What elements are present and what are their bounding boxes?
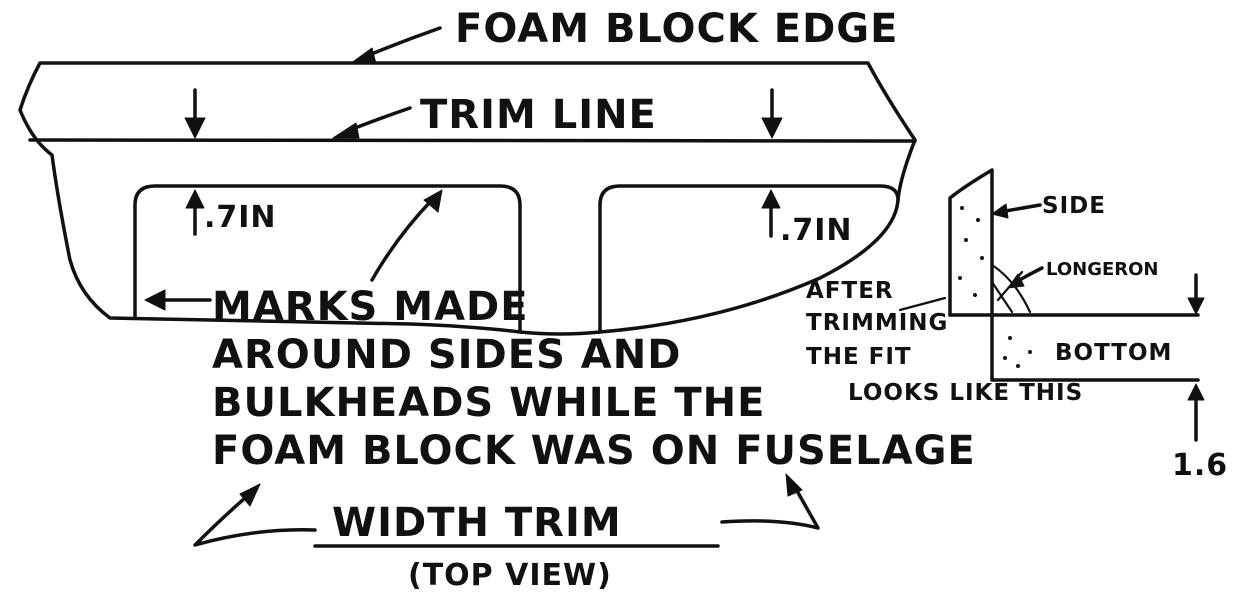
foam-speckles [958, 206, 1032, 368]
dim-label-left: .7IN [204, 200, 277, 235]
left-bay-outline [133, 184, 522, 332]
marks-leader-up-head [423, 189, 443, 213]
after-leader [898, 296, 947, 312]
right-bay-outline [598, 184, 900, 334]
bottom-label: BOTTOM [1055, 340, 1172, 366]
trim-line-label: TRIM LINE [420, 92, 657, 138]
diagram-subtitle: (TOP VIEW) [408, 558, 612, 593]
fuselage-marks [133, 184, 900, 334]
title-arrow-left [193, 490, 317, 547]
title-arrow-left-head [239, 483, 261, 507]
trim-line-leader-head [332, 122, 360, 139]
marks-leader-left-head [144, 289, 166, 311]
after-label-line4: LOOKS LIKE THIS [848, 380, 1083, 406]
foam-block-edge-label: FOAM BLOCK EDGE [455, 6, 898, 52]
after-label-line3: THE FIT [806, 344, 912, 370]
foam-edge-leader-head [349, 47, 377, 65]
title-arrow-right-head [785, 473, 803, 497]
longeron [990, 263, 1032, 314]
trim-arrows [184, 88, 783, 139]
longeron-label: LONGERON [1046, 259, 1159, 280]
marks-text-line4: FOAM BLOCK WAS ON FUSELAGE [212, 428, 976, 474]
bottom-panel [948, 313, 1200, 382]
marks-text-line1: MARKS MADE [212, 284, 529, 330]
side-panel [948, 168, 994, 317]
marks-leader-up [370, 198, 434, 282]
after-label-line2: TRIMMING [806, 310, 948, 336]
marks-text-line3: BULKHEADS WHILE THE [212, 380, 765, 426]
after-label-line1: AFTER [806, 278, 894, 304]
title-arrow-right [720, 480, 820, 530]
leaders [144, 26, 443, 311]
dim-1-6-bottom-head [1187, 383, 1205, 401]
diagram-title: WIDTH TRIM [332, 500, 622, 546]
trim-arrow-right-head [761, 117, 783, 139]
section-detail [898, 168, 1205, 442]
dim-label-right: .7IN [780, 213, 853, 248]
dim-arrow-left-head [185, 189, 205, 209]
dim-1-6-label: 1.6 [1172, 448, 1228, 483]
longeron-leader-head [1007, 273, 1025, 289]
trim-arrow-left-head [184, 117, 206, 139]
trim-line [28, 138, 917, 143]
side-leader-head [991, 203, 1009, 219]
dim-1-6-top-head [1187, 297, 1205, 315]
side-label: SIDE [1042, 193, 1106, 219]
title-group: WIDTH TRIM (TOP VIEW) [193, 473, 820, 593]
dimension-arrows [185, 189, 781, 238]
dim-arrow-right-head [761, 189, 781, 209]
marks-text-line2: AROUND SIDES AND [212, 332, 681, 378]
